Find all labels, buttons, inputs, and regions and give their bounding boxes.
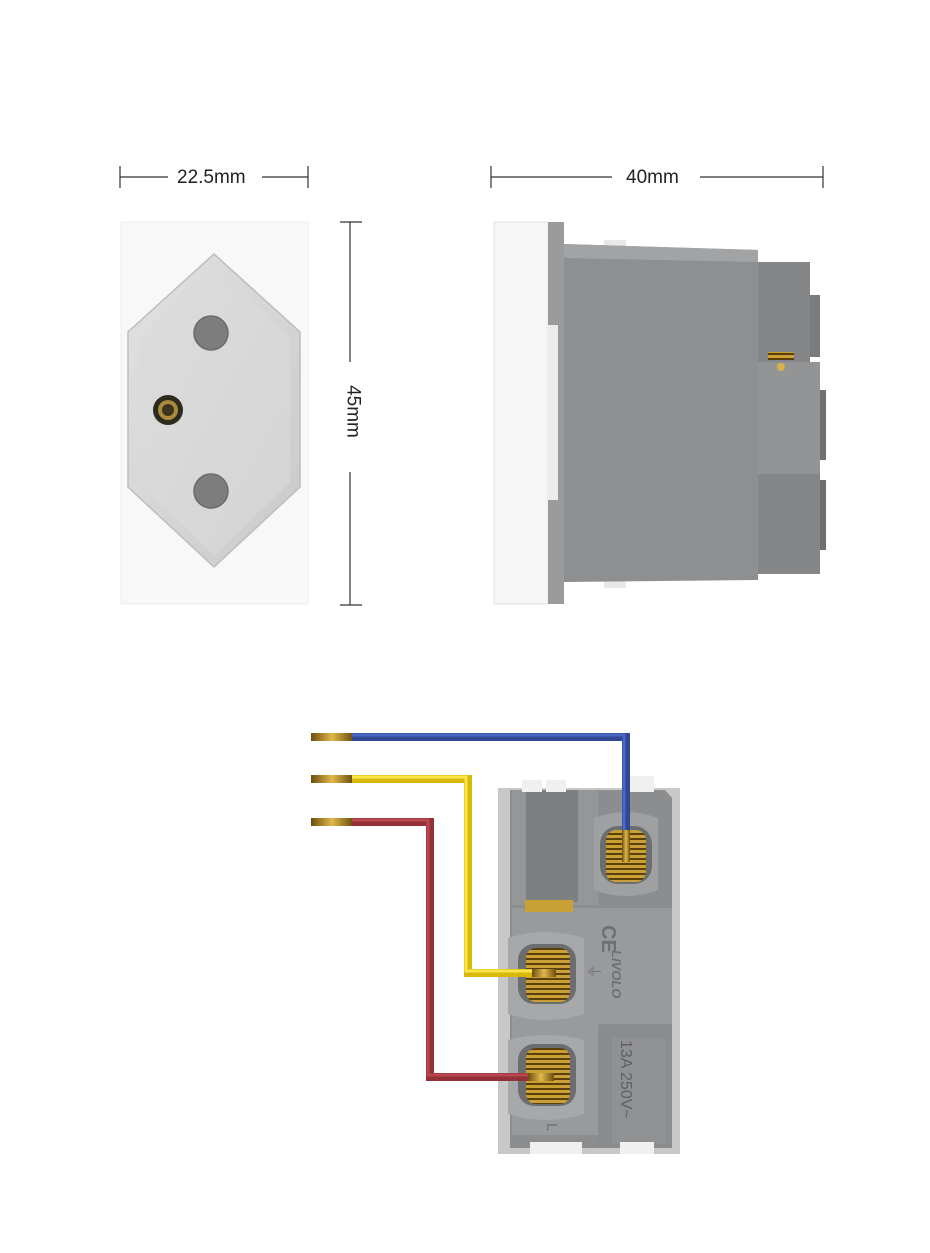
socket-front-view: [120, 221, 309, 605]
pin-hole-bottom: [194, 474, 228, 508]
earth-symbol: ⏚: [585, 964, 602, 979]
height-dimension-line: [340, 221, 362, 606]
ce-mark: CE: [597, 925, 619, 953]
socket-side-view: [493, 221, 826, 605]
wire-live: [311, 818, 554, 1081]
wire-earth: [311, 775, 556, 977]
depth-dimension-line: [490, 166, 824, 188]
live-terminal-label: L: [543, 1123, 560, 1131]
width-dimension-label: 22.5mm: [172, 168, 251, 187]
width-dimension-line: [119, 166, 309, 188]
wire-neutral: [311, 733, 630, 862]
pin-hole-top: [194, 316, 228, 350]
depth-dimension-label: 40mm: [620, 168, 685, 187]
brand-label: LIVOLO: [609, 950, 624, 998]
rating-label: 13A 250V~: [617, 1040, 634, 1119]
